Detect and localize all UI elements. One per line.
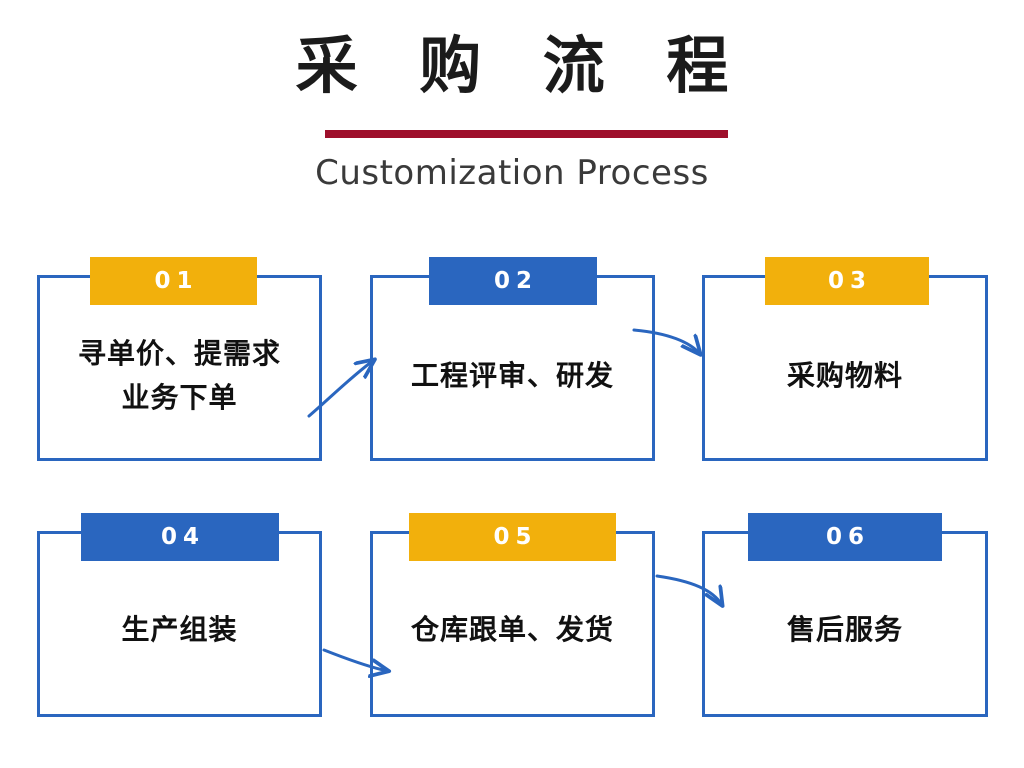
step-number-tab-03: 03 [765,257,929,305]
step-number-tab-05: 05 [409,513,616,561]
title-divider-rule [325,130,728,138]
page-subtitle: Customization Process [315,153,709,193]
step-number-tab-01: 01 [90,257,257,305]
step-number-tab-02: 02 [429,257,597,305]
page-title: 采 购 流 程 [295,29,749,102]
step-number-tab-04: 04 [81,513,279,561]
slide-header: 采 购 流 程 Customization Process [0,0,1024,210]
step-number-tab-06: 06 [748,513,942,561]
